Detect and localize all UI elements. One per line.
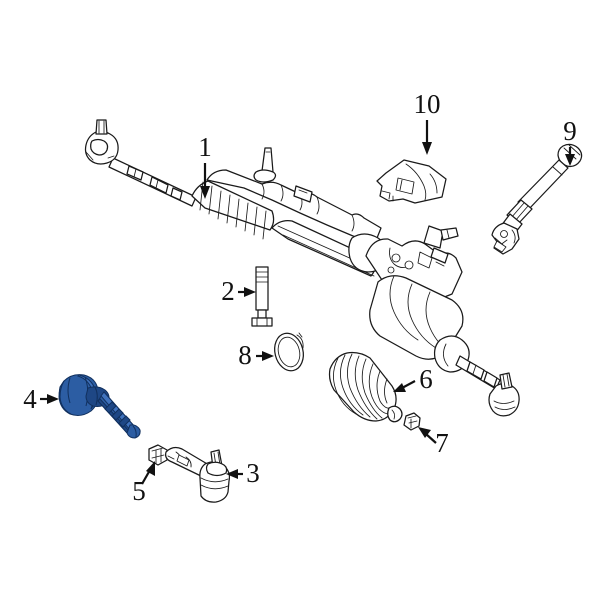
part-steering-shaft-universal-joint[interactable] [491, 143, 583, 255]
callout-label-7: 7 [435, 428, 449, 458]
callout-5[interactable]: 5 [132, 461, 155, 506]
callout-10[interactable]: 10 [414, 89, 441, 155]
part-heat-shield-bracket[interactable] [376, 159, 447, 204]
callout-9[interactable]: 9 [563, 116, 577, 166]
rack-right-cone [369, 275, 470, 373]
callout-1[interactable]: 1 [198, 132, 212, 199]
callout-label-9: 9 [563, 116, 577, 146]
rack-right-ball-joint [488, 372, 520, 417]
rack-right-tie-rod [455, 355, 501, 390]
part-mounting-bolt[interactable] [251, 266, 273, 327]
callout-8[interactable]: 8 [238, 340, 274, 370]
callout-4[interactable]: 4 [23, 384, 59, 414]
part-outer-tie-rod-end[interactable] [165, 446, 231, 503]
callout-label-4: 4 [23, 384, 37, 414]
part-steering-gear-rack-assembly[interactable] [84, 119, 520, 417]
callout-label-1: 1 [198, 132, 212, 162]
part-castle-nut[interactable] [148, 444, 168, 466]
callout-label-10: 10 [414, 89, 441, 119]
callout-label-6: 6 [419, 364, 433, 394]
rack-housing-body [206, 147, 382, 244]
part-inner-tie-rod-highlighted[interactable] [58, 374, 141, 439]
callout-2[interactable]: 2 [221, 276, 256, 306]
callout-label-2: 2 [221, 276, 235, 306]
callout-label-8: 8 [238, 340, 252, 370]
part-boot-clamp-nut[interactable] [403, 412, 421, 431]
callout-6[interactable]: 6 [393, 364, 433, 394]
callout-3[interactable]: 3 [226, 458, 260, 488]
rack-left-ball-joint [84, 119, 119, 165]
rack-left-tie-rod [108, 157, 197, 207]
callout-label-3: 3 [246, 458, 260, 488]
part-retaining-clamp-ring[interactable] [271, 330, 307, 374]
part-bellows-boot[interactable] [328, 351, 403, 423]
rack-valve-body [365, 225, 463, 303]
callout-7[interactable]: 7 [418, 427, 449, 458]
